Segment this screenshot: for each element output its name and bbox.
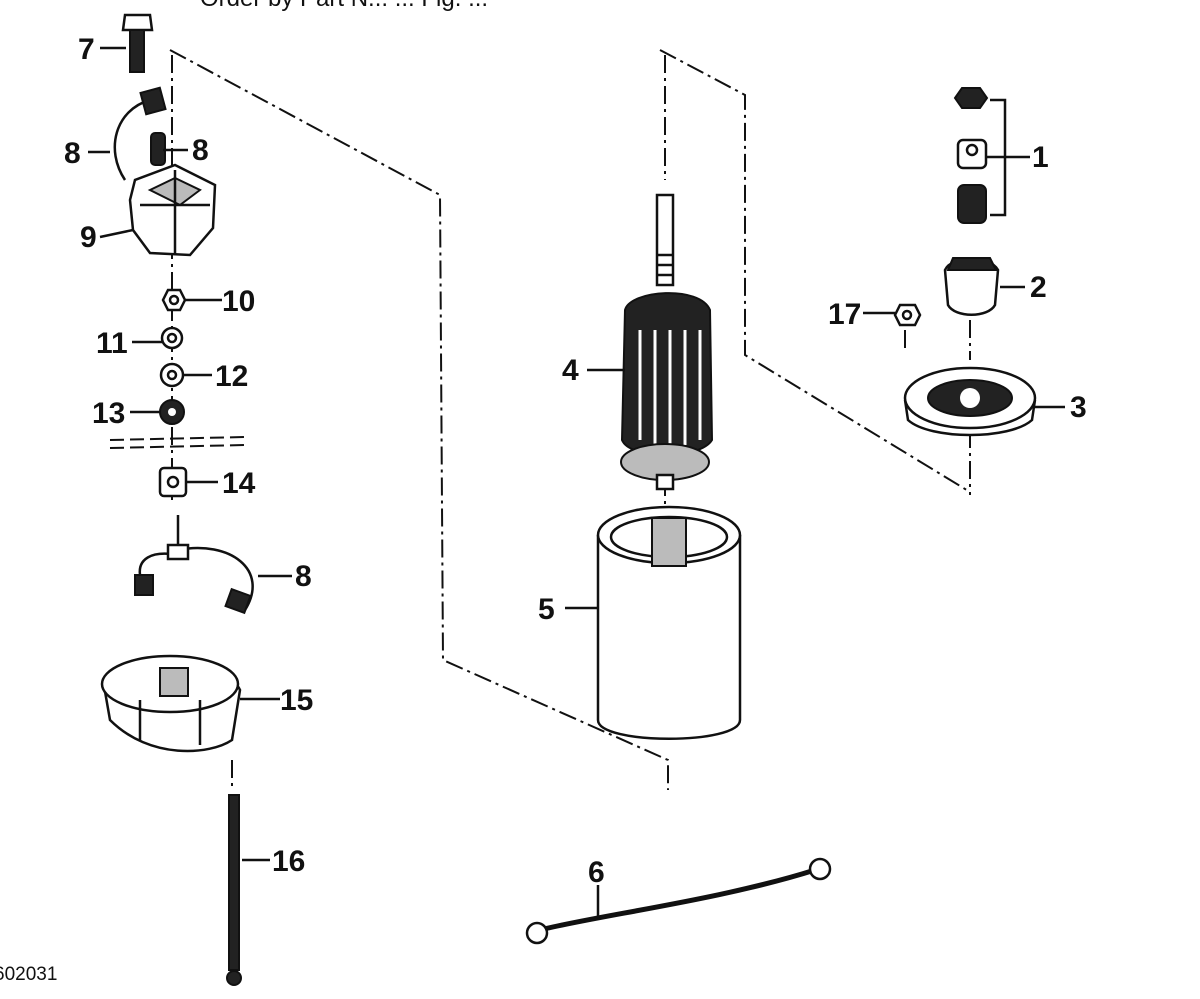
- callout-7: 7: [78, 33, 95, 66]
- through-bolt-part-16: [226, 794, 242, 986]
- callout-8-lower: 8: [295, 560, 312, 593]
- callout-5: 5: [538, 593, 555, 626]
- brush-holder-part-9: [128, 163, 217, 257]
- callout-17: 17: [828, 298, 861, 331]
- washer-part-11: [160, 326, 184, 350]
- brush-lead-part-8-top: [113, 86, 167, 181]
- callout-13: 13: [92, 397, 125, 430]
- callout-11: 11: [96, 327, 128, 360]
- callout-labels: 1 2 3 4 5 6 7 8 8 8 9 10 11 12 13 14 15 …: [64, 33, 1087, 889]
- callout-4: 4: [562, 354, 579, 387]
- end-cap-part-15: [100, 654, 242, 753]
- leader-lines: [88, 46, 1065, 918]
- armature-part-4: [620, 193, 714, 491]
- cable-part-6: [525, 857, 832, 945]
- callout-15: 15: [280, 684, 313, 717]
- drive-pinion-part-2: [943, 257, 1000, 316]
- callout-6: 6: [588, 856, 605, 889]
- callout-1: 1: [1032, 141, 1049, 174]
- callout-10: 10: [222, 285, 255, 318]
- nut-part-1: [953, 87, 989, 109]
- header-text: Order by Part N... ... Fig. ...: [200, 0, 488, 12]
- nut-part-17: [893, 303, 922, 327]
- callout-8-top-right: 8: [192, 134, 209, 167]
- assembly-centerlines: [109, 49, 971, 790]
- brush-lead-part-8-lower: [134, 515, 254, 615]
- field-frame-part-5: [596, 505, 742, 740]
- callout-2: 2: [1030, 271, 1047, 304]
- callout-16: 16: [272, 845, 305, 878]
- bolt-part-7: [121, 13, 154, 73]
- callout-12: 12: [215, 360, 248, 393]
- callout-3: 3: [1070, 391, 1087, 424]
- nut-part-10: [161, 288, 187, 312]
- spring-part-1: [957, 184, 987, 224]
- spacer-part-1: [956, 138, 988, 170]
- insulator-part-14: [158, 466, 188, 498]
- spring-part-8: [150, 132, 166, 166]
- drive-end-cap-part-3: [903, 366, 1037, 437]
- callout-14: 14: [222, 467, 256, 500]
- nut-part-13: [159, 399, 185, 425]
- callout-9: 9: [80, 221, 97, 254]
- figure-number: 602031: [0, 964, 57, 985]
- washer-part-12: [159, 362, 185, 388]
- callout-8-top-left: 8: [64, 137, 81, 170]
